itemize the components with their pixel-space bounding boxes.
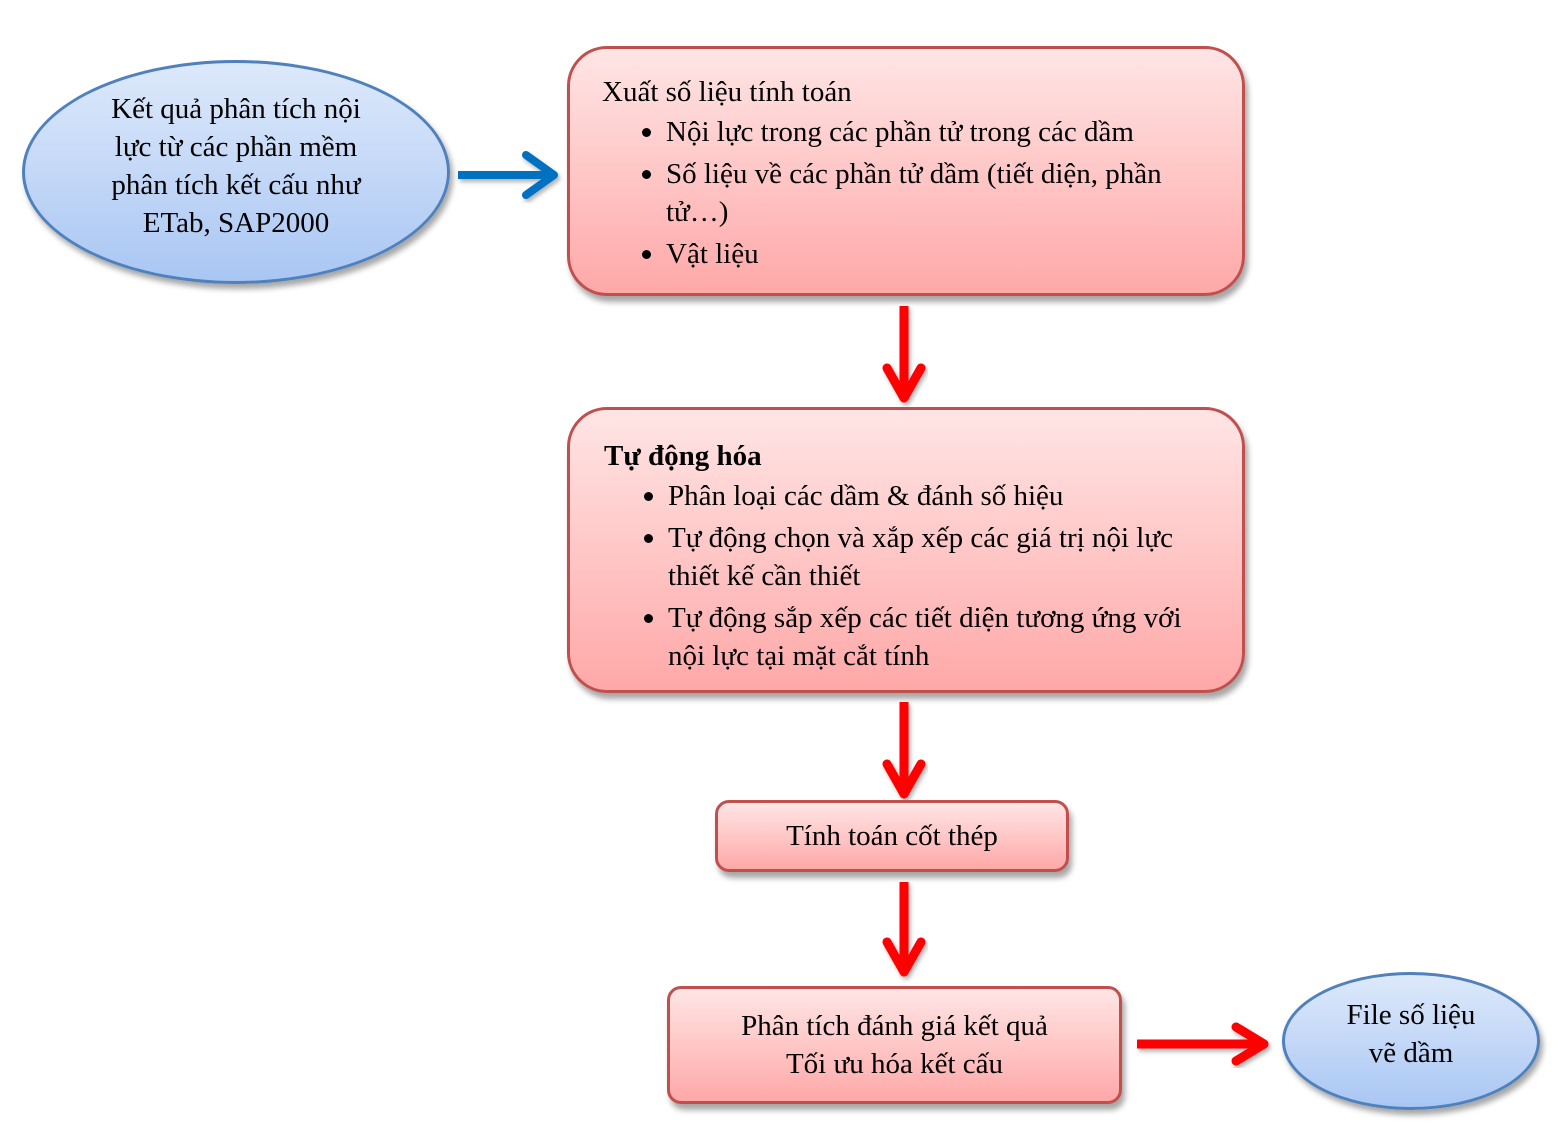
arrow-source-to-export <box>458 151 558 199</box>
arrow-automation-to-rebar <box>882 702 926 799</box>
automation-box: Tự động hóa Phân loại các dầm & đánh số … <box>567 407 1245 693</box>
automation-list: Phân loại các dầm & đánh số hiệu Tự động… <box>640 477 1220 679</box>
rebar-label: Tính toán cốt thép <box>786 820 998 852</box>
arrow-export-to-automation <box>882 306 926 403</box>
source-line: ETab, SAP2000 <box>142 207 330 239</box>
automation-item: Tự động sắp xếp các tiết diện tương ứng … <box>640 599 1220 675</box>
export-item: Nội lực trong các phần tử trong các dầm <box>638 113 1218 151</box>
arrow-rebar-to-analysis <box>882 882 926 977</box>
output-line: File số liệu <box>1346 999 1476 1031</box>
analysis-line: Tối ưu hóa kết cấu <box>785 1048 1004 1080</box>
analysis-line: Phân tích đánh giá kết quả <box>741 1010 1048 1042</box>
source-node: Kết quả phân tích nội lực từ các phần mề… <box>22 60 450 284</box>
export-title: Xuất số liệu tính toán <box>602 76 852 108</box>
export-list: Nội lực trong các phần tử trong các dầm … <box>638 113 1218 277</box>
rebar-box: Tính toán cốt thép <box>715 800 1069 872</box>
export-box: Xuất số liệu tính toán Nội lực trong các… <box>567 46 1245 296</box>
export-item: Vật liệu <box>638 235 1218 273</box>
source-line: phân tích kết cấu như <box>111 169 361 201</box>
source-line: Kết quả phân tích nội <box>111 93 361 125</box>
export-item: Số liệu về các phần tử dầm (tiết diện, p… <box>638 155 1218 231</box>
automation-item: Phân loại các dầm & đánh số hiệu <box>640 477 1220 515</box>
automation-title: Tự động hóa <box>604 440 762 472</box>
source-line: lực từ các phần mềm <box>114 131 358 163</box>
output-node: File số liệu vẽ dầm <box>1282 972 1540 1110</box>
output-line: vẽ dầm <box>1368 1037 1454 1069</box>
automation-item: Tự động chọn và xắp xếp các giá trị nội … <box>640 519 1220 595</box>
analysis-box: Phân tích đánh giá kết quả Tối ưu hóa kế… <box>667 986 1122 1104</box>
arrow-analysis-to-output <box>1137 1022 1269 1066</box>
